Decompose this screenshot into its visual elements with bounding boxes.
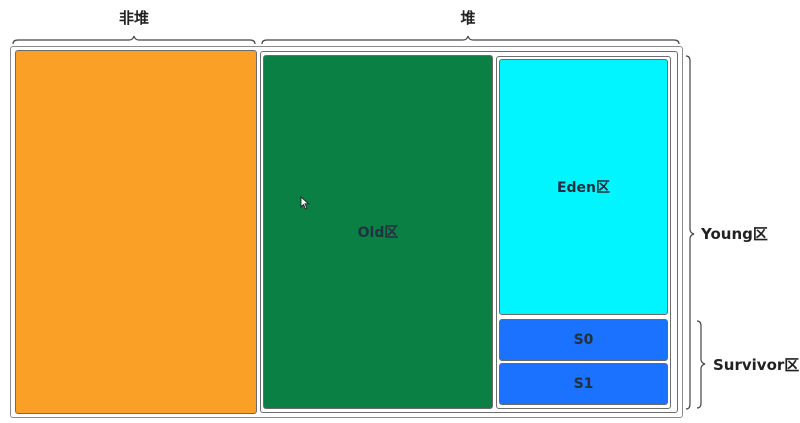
s0-label: S0 bbox=[573, 332, 594, 348]
non-heap-label: 非堆 bbox=[118, 9, 149, 27]
s1-label: S1 bbox=[573, 376, 594, 392]
old-label: Old区 bbox=[357, 225, 399, 241]
survivor-s1-block: S1 bbox=[499, 363, 668, 405]
survivor-label: Survivor区 bbox=[713, 356, 800, 374]
mouse-pointer-icon bbox=[300, 195, 310, 210]
young-label: Young区 bbox=[701, 225, 768, 243]
non-heap-brace bbox=[0, 0, 800, 60]
eden-label: Eden区 bbox=[556, 180, 611, 196]
heap-label: 堆 bbox=[460, 9, 476, 27]
eden-block: Eden区 bbox=[499, 59, 668, 315]
survivor-s0-block: S0 bbox=[499, 319, 668, 361]
non-heap-block bbox=[15, 50, 257, 414]
heap-brace bbox=[0, 0, 800, 60]
old-generation-block: Old区 bbox=[263, 55, 493, 409]
